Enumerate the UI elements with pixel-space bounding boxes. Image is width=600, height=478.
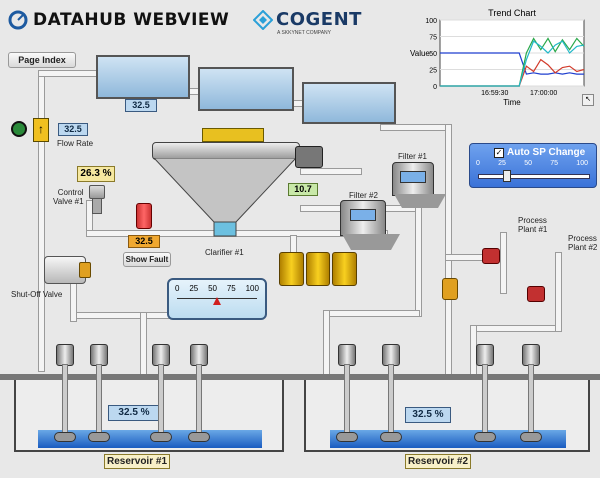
sp-tick: 0 (476, 160, 480, 167)
pipe (38, 70, 45, 372)
chart-ytick-label: 50 (429, 51, 437, 58)
reservoir-pump-icon[interactable] (520, 344, 542, 442)
filter2-label: Filter #2 (349, 191, 378, 200)
chart-ytick-label: 100 (425, 18, 437, 25)
gauge-icon (8, 10, 28, 30)
filter1-label: Filter #1 (398, 152, 427, 161)
process-plant2-meter-icon[interactable] (527, 286, 545, 302)
shutoff-valve-label: Shut-Off Valve (11, 290, 63, 299)
brand-sub: A SKKYNET COMPANY (277, 30, 331, 36)
reservoir-pump-icon[interactable] (380, 344, 402, 442)
filter-meter-icon[interactable] (295, 146, 323, 168)
auto-sp-label: Auto SP Change (507, 147, 586, 158)
gauge-tick: 50 (208, 284, 217, 293)
sp-slider-thumb[interactable] (502, 170, 511, 182)
sp-slider-track[interactable] (478, 174, 590, 179)
chart-xlabel: Time (503, 98, 521, 107)
process-plant1-meter-icon[interactable] (482, 248, 500, 264)
show-fault-button[interactable]: Show Fault (123, 252, 171, 267)
clarifier-icon (152, 128, 300, 238)
reservoir-pump-icon[interactable] (336, 344, 358, 442)
clarifier-label: Clarifier #1 (205, 248, 244, 257)
chart-xtick-label: 17:00:00 (530, 90, 557, 97)
reservoir-pump-icon[interactable] (474, 344, 496, 442)
reservoir1-label: Reservoir #1 (104, 454, 170, 469)
reservoir2-level: 32.5 % (405, 407, 451, 423)
pump-icon[interactable] (442, 278, 458, 300)
alarm-indicator-icon[interactable] (11, 121, 27, 137)
tank1-value: 32.5 (125, 99, 157, 112)
flow-rate-value: 32.5 (58, 123, 88, 136)
pipe (323, 310, 420, 317)
gauge-tick: 0 (175, 284, 180, 293)
chart-zoom-button[interactable]: ↖ (582, 94, 594, 106)
clarifier-cone (153, 158, 297, 237)
pipe (500, 232, 507, 294)
sp-tick: 25 (498, 160, 506, 167)
chart-title: Trend Chart (488, 8, 536, 18)
auto-sp-checkbox[interactable]: ✓ (494, 147, 504, 158)
flow-meter-value: 32.5 (128, 235, 160, 248)
settling-tank-2 (198, 67, 294, 111)
pipe (300, 168, 362, 175)
process-plant1-label: Process Plant #1 (518, 216, 548, 234)
cogent-icon (253, 9, 273, 30)
pipe (38, 70, 100, 77)
filter1-icon (392, 162, 446, 210)
control-valve-icon[interactable] (86, 185, 106, 214)
control-valve-label: Control Valve #1 (53, 188, 84, 206)
sp-tick: 50 (524, 160, 532, 167)
flow-meter-icon[interactable] (136, 203, 152, 229)
sp-tick: 75 (550, 160, 559, 167)
chart-ytick-label: 25 (429, 68, 437, 75)
chart-xtick-label: 16:59:30 (481, 90, 508, 97)
level-gauge: 0 25 50 75 100 (167, 278, 267, 320)
pipe (415, 205, 422, 317)
chart-series-line (440, 52, 584, 75)
shutoff-valve-icon[interactable] (44, 256, 91, 284)
ground-strip (0, 374, 600, 380)
settling-tank-3 (302, 82, 396, 124)
reservoir2-label: Reservoir #2 (405, 454, 471, 469)
page-index-button[interactable]: Page Index (8, 52, 76, 68)
control-valve-percent: 26.3 % (77, 166, 115, 182)
pipe (445, 254, 487, 261)
reservoir-pump-icon[interactable] (150, 344, 172, 442)
pipe (380, 124, 452, 131)
logo-text: DATAHUB WEBVIEW (33, 10, 230, 30)
chart-ylabel: Value (410, 49, 430, 58)
barrels-icon (279, 252, 358, 286)
gauge-tick: 75 (226, 284, 236, 293)
flow-rate-label: Flow Rate (57, 139, 94, 148)
brand-text: COGENT (276, 9, 362, 30)
datahub-logo: DATAHUB WEBVIEW (8, 10, 229, 30)
process-plant2-label: Process Plant #2 (568, 234, 598, 252)
pipe (70, 312, 172, 319)
reservoir-pump-icon[interactable] (54, 344, 76, 442)
gauge-tick: 25 (189, 284, 199, 293)
auto-sp-panel: ✓ Auto SP Change 0 25 50 75 100 (469, 143, 597, 188)
settling-tank-1 (96, 55, 190, 99)
sp-tick: 100 (576, 160, 588, 167)
flow-direction-icon: ↑ (33, 118, 49, 142)
filter-meter-value: 10.7 (288, 183, 318, 196)
pipe (470, 325, 562, 332)
gauge-tick: 100 (245, 284, 259, 293)
cogent-logo: COGENT A SKKYNET COMPANY (253, 9, 362, 36)
chart-ytick-label: 75 (429, 35, 437, 42)
pipe (86, 230, 388, 237)
chart-ytick-label: 0 (433, 84, 437, 91)
pipe (555, 252, 562, 332)
reservoir-pump-icon[interactable] (188, 344, 210, 442)
filter2-icon (340, 200, 400, 252)
reservoir-pump-icon[interactable] (88, 344, 110, 442)
gauge-needle-icon (213, 297, 221, 305)
chart-series-line (440, 40, 585, 87)
